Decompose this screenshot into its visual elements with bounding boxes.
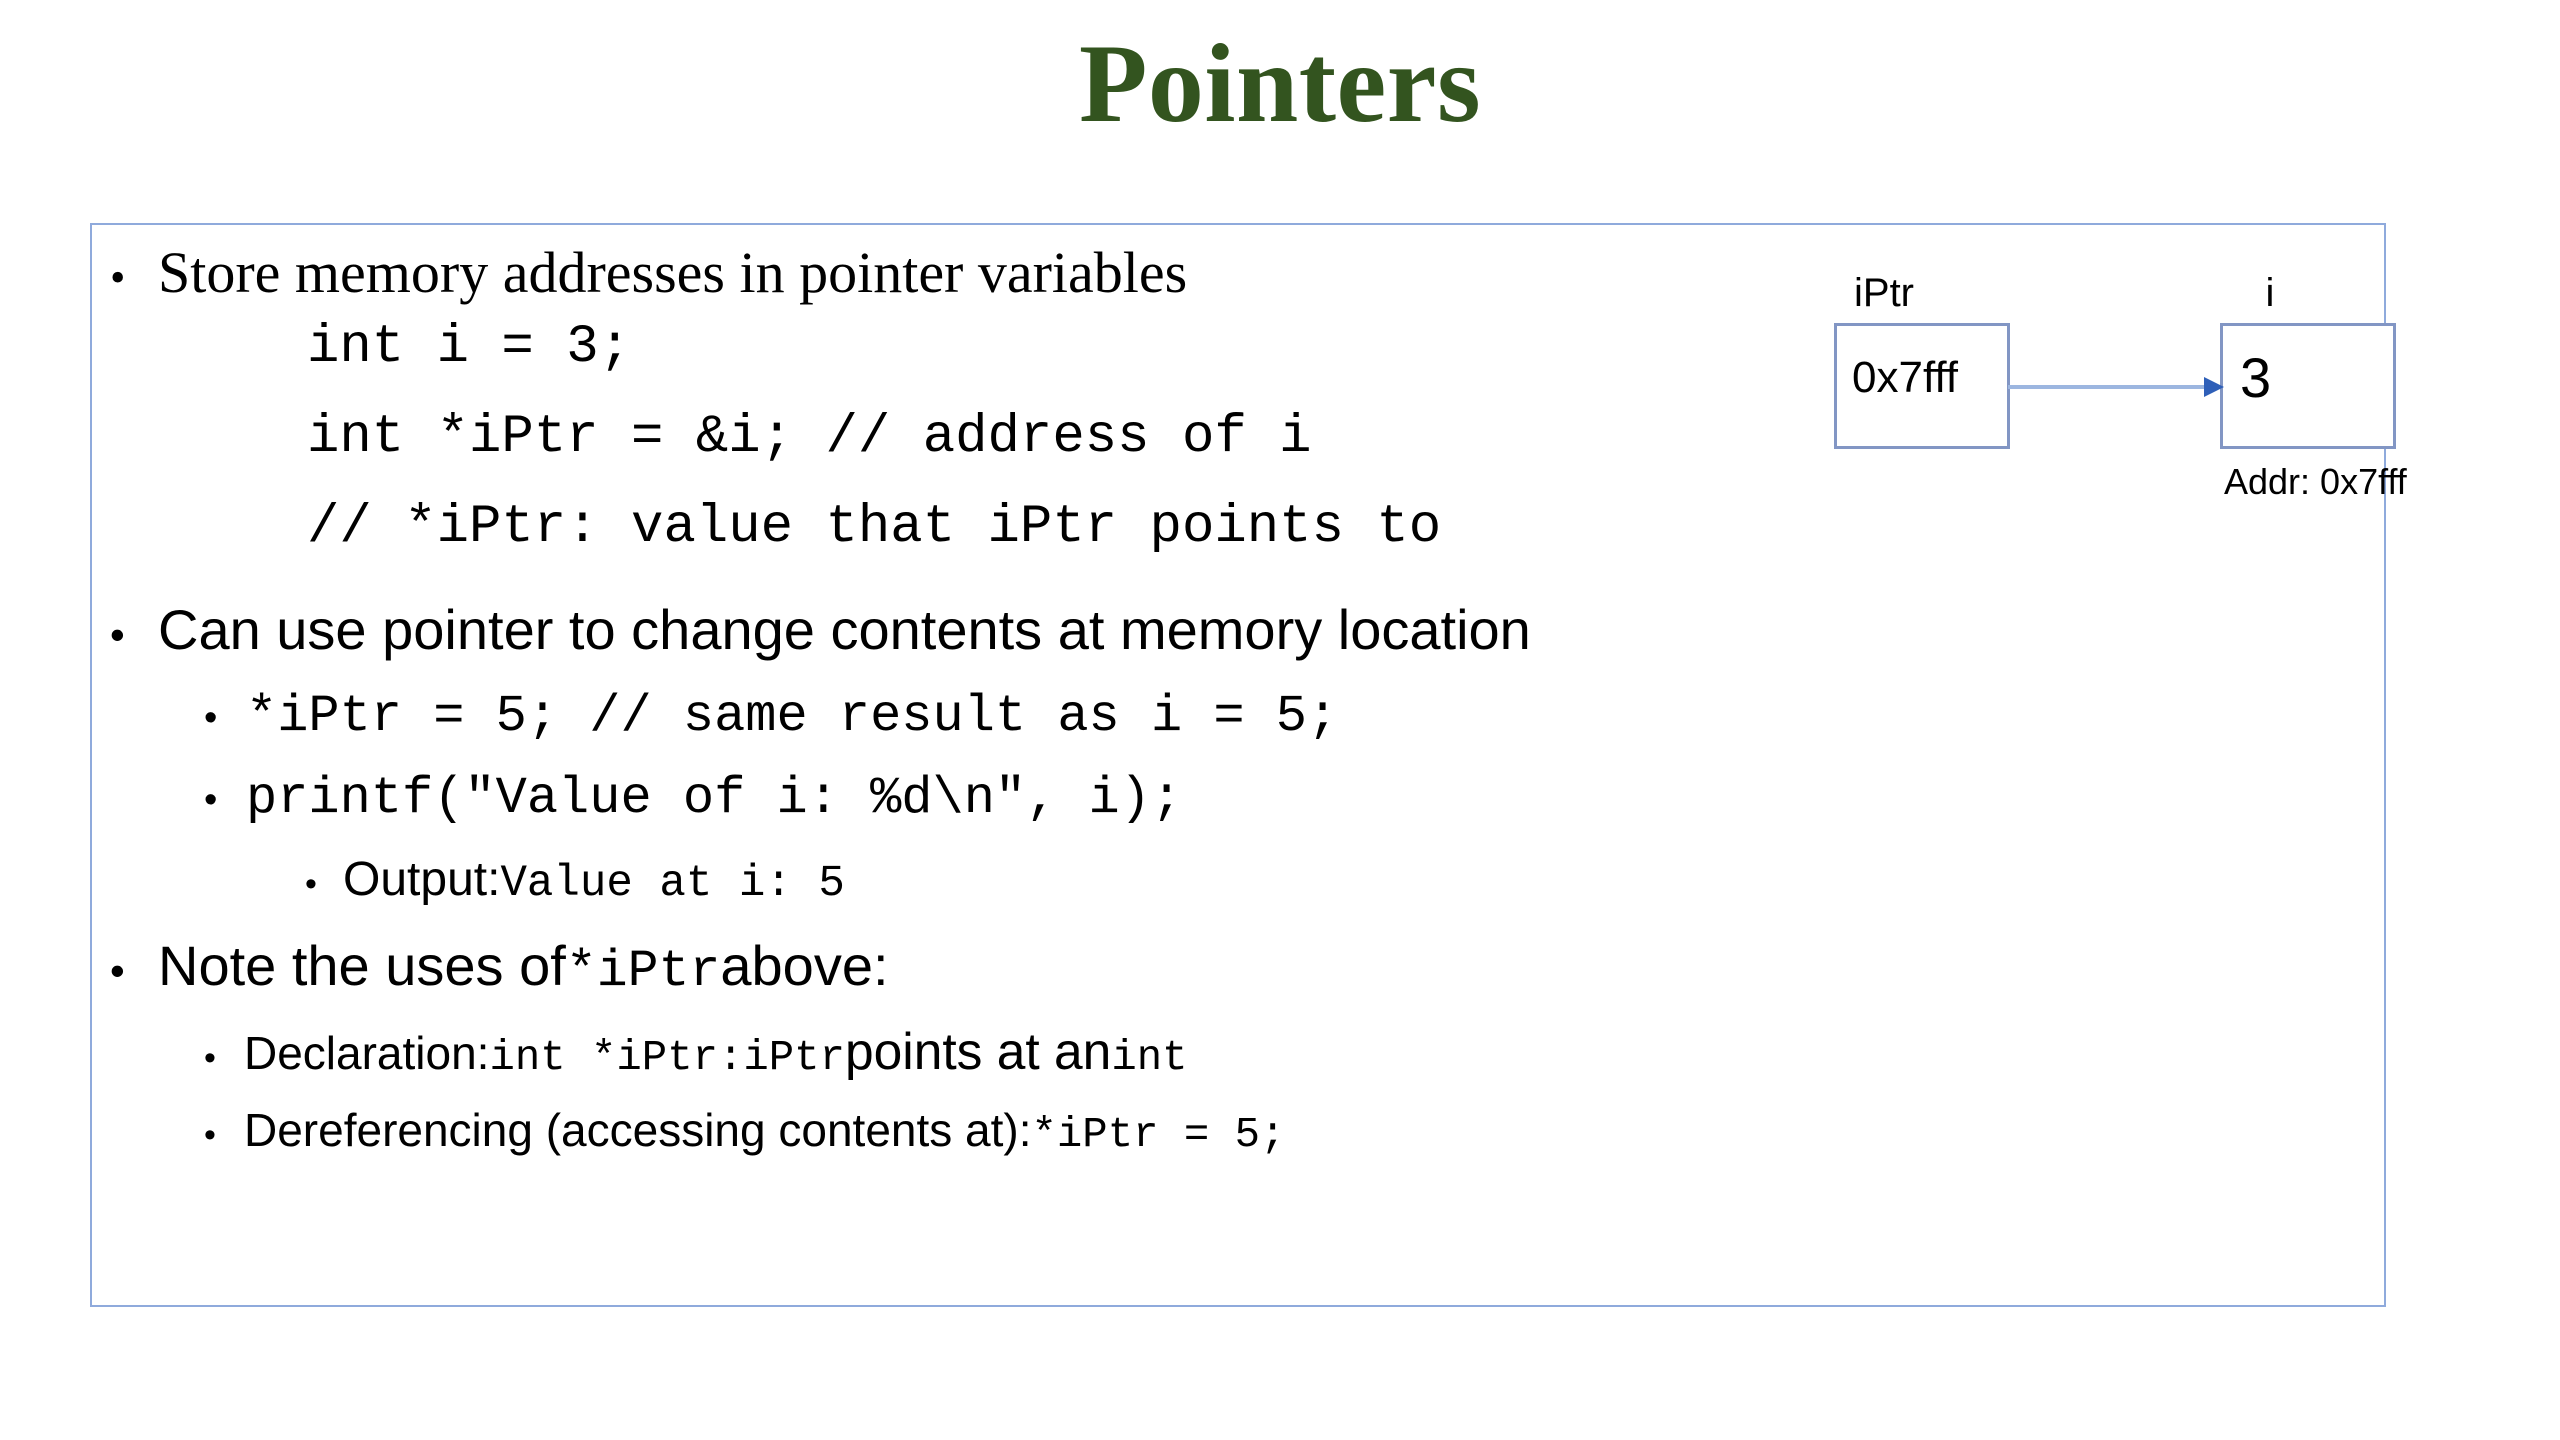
diagram-pointer-box [1834,323,2010,449]
pointer-memory-diagram: iPtr i 0x7fff 3 Addr: 0x7fff [1732,271,2492,561]
code-line-declaration-iptr: int *iPtr = &i; // address of i [307,407,1312,468]
bullet-dot-icon [204,697,246,740]
dereferencing-label: Dereferencing (accessing contents at): [244,1104,1032,1156]
bullet-label-prefix: Note the uses of [158,934,566,997]
bullet-dot-icon [110,947,158,995]
bullet-dot-icon [110,611,158,659]
bullet-dot-icon [305,865,343,904]
bullet-label: Can use pointer to change contents at me… [158,598,1531,661]
page-title: Pointers [1078,22,1482,146]
declaration-phrase: points at an [844,1022,1112,1080]
sub-bullet-code: printf("Value of i: %d\n", i); [246,769,1183,828]
declaration-separator: : [717,1034,744,1082]
content-frame: Store memory addresses in pointer variab… [90,223,2407,1307]
diagram-target-value: 3 [2240,346,2272,409]
output-value: Value at i: 5 [500,859,845,909]
bullet-dot-icon [204,779,246,822]
declaration-code-2: iPtr [743,1034,845,1082]
bullet-dot-icon [110,252,158,303]
output-label: Output: [343,853,501,906]
code-line-declaration-int-i: int i = 3; [307,317,632,378]
diagram-address-note: Addr: 0x7fff [2224,461,2407,502]
sub-bullet-star-assign: *iPtr = 5; // same result as i = 5; [204,687,1338,746]
declaration-code-3: int [1111,1034,1188,1082]
sub-bullet-dereferencing: Dereferencing (accessing contents at): *… [204,1103,1285,1159]
sub-bullet-printf: printf("Value of i: %d\n", i); [204,769,1182,828]
bullet-note-uses-of-iptr: Note the uses of *iPtr above: [110,933,889,1001]
diagram-pointer-label: iPtr [1854,271,1914,315]
diagram-target-label: i [2265,271,2275,315]
declaration-code-1: int *iPtr [489,1034,718,1082]
bullet-dot-icon [204,1039,244,1078]
bullet-store-memory-addresses: Store memory addresses in pointer variab… [110,239,1187,306]
sub-bullet-output: Output: Value at i: 5 [305,852,845,909]
bullet-label: Store memory addresses in pointer variab… [158,240,1188,305]
sub-bullet-declaration: Declaration: int *iPtr : iPtr points at … [204,1021,1188,1082]
diagram-arrow-icon [2008,377,2224,397]
declaration-label: Declaration: [244,1027,490,1079]
dereferencing-code: *iPtr = 5; [1031,1111,1286,1159]
bullet-label-suffix: above: [720,934,889,997]
bullet-can-use-pointer: Can use pointer to change contents at me… [110,597,1531,662]
diagram-pointer-value: 0x7fff [1852,353,1959,402]
bullet-label-code: *iPtr [565,943,721,1001]
sub-bullet-code: *iPtr = 5; // same result as i = 5; [246,687,1339,746]
bullet-dot-icon [204,1116,244,1155]
code-line-comment-deref: // *iPtr: value that iPtr points to [307,497,1442,558]
